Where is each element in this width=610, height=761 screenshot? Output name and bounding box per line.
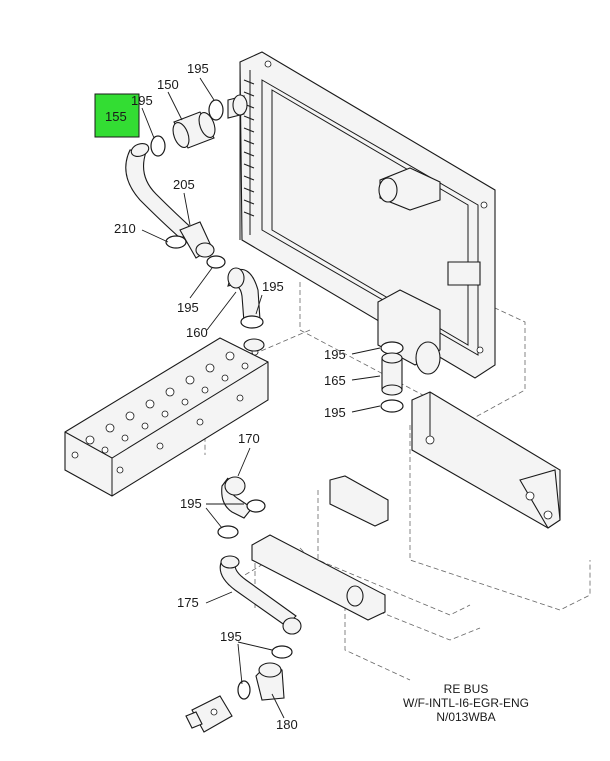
callout-210[interactable]: 210: [114, 221, 136, 236]
callout-165[interactable]: 165: [324, 373, 346, 388]
callout-195-bottom[interactable]: 195: [220, 629, 242, 644]
clamp-210: [165, 235, 187, 249]
radiator-assembly: [227, 51, 496, 379]
elbow-160: [227, 267, 261, 323]
caption-line-1: RE BUS: [443, 682, 489, 696]
lower-housing: [251, 475, 389, 621]
hose-175: [219, 555, 302, 635]
cylinder-head: [64, 337, 269, 497]
clamp-195-d: [240, 315, 264, 329]
clamp-195-b: [208, 99, 224, 121]
elbow-170: [221, 476, 253, 519]
callout-170[interactable]: 170: [238, 431, 260, 446]
clamp-195-f: [380, 399, 404, 413]
clamp-195-a: [150, 135, 166, 157]
clamp-195-e: [380, 341, 404, 355]
callout-195-low[interactable]: 195: [180, 496, 202, 511]
outlet-port: [243, 338, 265, 352]
callout-160[interactable]: 160: [186, 325, 208, 340]
caption-line-3: N/013WBA: [436, 710, 496, 724]
elbow-180: [255, 662, 285, 701]
callout-175[interactable]: 175: [177, 595, 199, 610]
clamp-195-j: [237, 680, 251, 700]
callout-195-right[interactable]: 195: [262, 279, 284, 294]
radiator-fins: [243, 79, 255, 217]
coupler-150: [172, 111, 216, 149]
callout-195-left[interactable]: 195: [131, 93, 153, 108]
callout-155[interactable]: 155: [105, 109, 127, 124]
callout-195-top[interactable]: 195: [187, 61, 209, 76]
clamp-195-c: [206, 255, 226, 269]
clamp-195-i: [271, 645, 293, 659]
caption-line-2: W/F-INTL-I6-EGR-ENG: [403, 696, 529, 710]
mounting-bracket: [411, 391, 561, 529]
head-bolt-holes: [71, 348, 259, 474]
clamp-195-h: [217, 525, 239, 539]
clamp-195-g: [246, 499, 266, 513]
callout-195-mid[interactable]: 195: [177, 300, 199, 315]
diagram-caption: RE BUS W/F-INTL-I6-EGR-ENG N/013WBA: [380, 682, 552, 724]
tube-205: [179, 221, 215, 259]
callout-150[interactable]: 150: [157, 77, 179, 92]
bottom-connector: [185, 695, 233, 733]
highlight-box-155: [94, 93, 140, 138]
callout-195-r1[interactable]: 195: [324, 347, 346, 362]
callout-180[interactable]: 180: [276, 717, 298, 732]
leader-lines: [141, 77, 381, 719]
callout-195-r2[interactable]: 195: [324, 405, 346, 420]
callout-205[interactable]: 205: [173, 177, 195, 192]
hose-165: [381, 352, 403, 396]
